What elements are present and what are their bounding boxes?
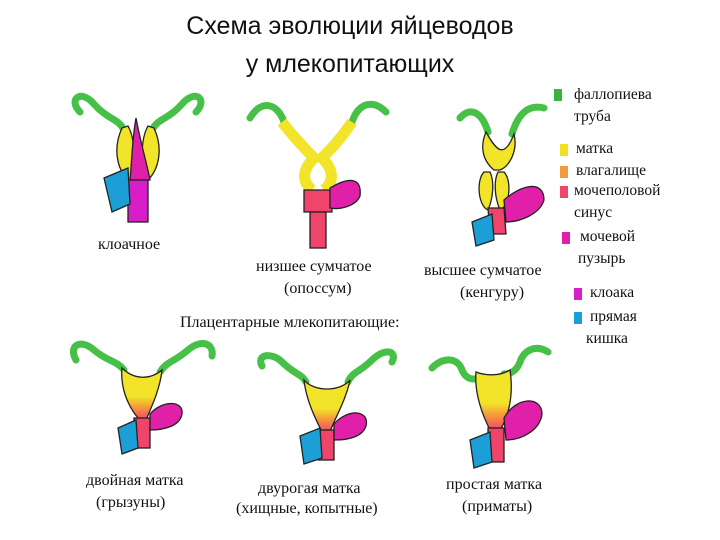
label-lower-marsupial-example: (опоссум): [284, 280, 352, 297]
legend-swatch-sinus: [560, 186, 568, 198]
label-higher-marsupial-example: (кенгуру): [460, 284, 525, 301]
legend-label-cloaca: клоака: [590, 284, 635, 301]
label-bicornuate-example: (хищные, копытные): [236, 500, 378, 517]
label-higher-marsupial: высшее сумчатое: [424, 262, 542, 279]
legend-swatch-rectum: [574, 312, 582, 324]
label-cloacal: клоачное: [98, 236, 161, 253]
title-line-1: Схема эволюции яйцеводов: [186, 12, 514, 40]
legend-label-uterus: матка: [576, 140, 614, 157]
legend-swatch-cloaca: [574, 288, 582, 300]
label-bicornuate: двурогая матка: [258, 480, 361, 497]
label-placental-header: Плацентарные млекопитающие:: [180, 314, 400, 331]
label-simplex-example: (приматы): [462, 498, 533, 515]
diagram-double-uterus: [69, 339, 216, 455]
label-double-uterus-example: (грызуны): [96, 494, 166, 511]
legend-swatch-uterus: [560, 144, 568, 156]
legend-label-vagina: влагалище: [576, 162, 646, 179]
diagram-simplex: [428, 344, 552, 469]
diagram-higher-marsupial: [456, 103, 548, 247]
legend-label-tube-2: труба: [574, 108, 611, 125]
legend-label-rectum-1: прямая: [590, 308, 637, 325]
legend-label-bladder-2: пузырь: [578, 250, 626, 267]
label-lower-marsupial: низшее сумчатое: [256, 258, 372, 275]
legend-label-sinus-1: мочеполовой: [574, 182, 661, 199]
legend-swatch-vagina: [560, 166, 568, 178]
legend-label-tube-1: фаллопиева: [574, 86, 652, 103]
title-line-2: у млекопитающих: [245, 50, 455, 78]
legend-label-sinus-2: синус: [574, 204, 613, 221]
label-simplex: простая матка: [446, 476, 543, 493]
diagram-cloacal: [71, 92, 205, 223]
legend-label-bladder-1: мочевой: [580, 228, 636, 245]
diagram-lower-marsupial: [246, 100, 390, 249]
legend-swatch-bladder: [562, 232, 570, 244]
legend-label-rectum-2: кишка: [586, 330, 628, 347]
label-double-uterus: двойная матка: [86, 472, 184, 489]
diagram-bicornuate: [257, 348, 397, 465]
legend-swatch-tube: [554, 89, 562, 101]
